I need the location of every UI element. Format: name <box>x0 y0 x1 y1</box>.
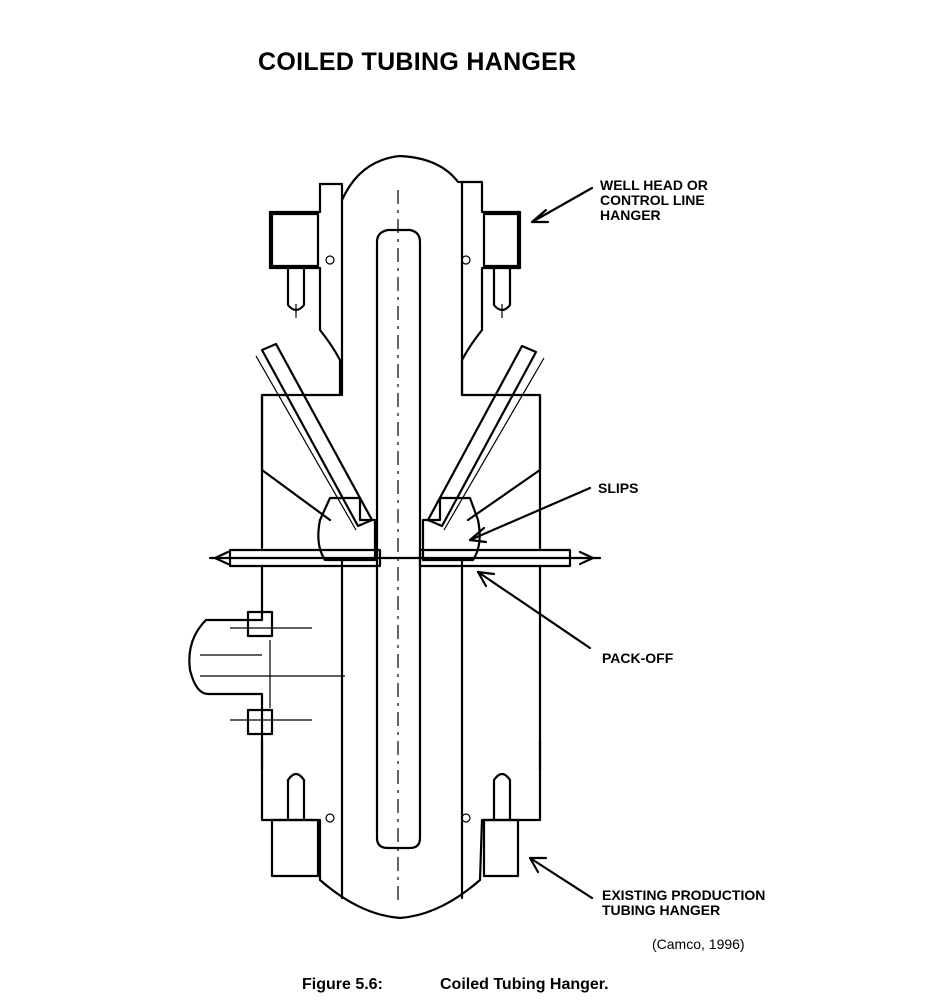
control-line-ports <box>255 342 545 531</box>
label-slips: SLIPS <box>598 480 639 496</box>
label-wellhead-hanger: WELL HEAD OR CONTROL LINE HANGER <box>600 177 708 223</box>
leader-lines <box>468 186 594 900</box>
label-pack-off: PACK-OFF <box>602 650 674 666</box>
pack-off <box>208 548 602 568</box>
source-citation: (Camco, 1996) <box>652 936 745 952</box>
slips <box>317 496 481 562</box>
diagram-title: COILED TUBING HANGER <box>258 48 577 76</box>
label-existing-tubing-hanger: EXISTING PRODUCTION TUBING HANGER <box>602 887 766 918</box>
coiled-tubing <box>375 190 422 905</box>
figure-caption-text: Coiled Tubing Hanger. <box>440 976 609 993</box>
figure-number: Figure 5.6: <box>302 976 383 993</box>
upper-wellhead-body <box>260 154 542 550</box>
figure-caption: Figure 5.6: Coiled Tubing Hanger. <box>302 976 609 994</box>
lower-body <box>188 180 542 920</box>
